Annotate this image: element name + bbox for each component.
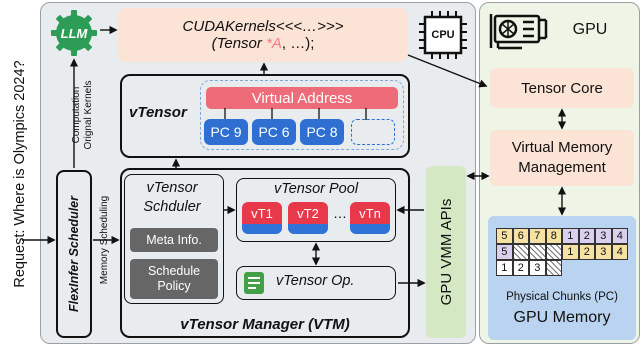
- chunk-cell: 2: [578, 244, 595, 260]
- llm-label: LLM: [60, 25, 88, 41]
- vtensor-chip-base: [288, 224, 328, 234]
- vmm-box: Virtual Memory Management: [490, 130, 634, 186]
- vmm-line2: Management: [518, 159, 606, 176]
- vtensor-chip-label: vTn: [350, 202, 390, 224]
- virtual-address-group: [200, 80, 404, 150]
- cpu-chip-icon: [419, 11, 467, 59]
- chunk-cell: 5: [496, 244, 513, 260]
- chunk-cell-free: [529, 244, 546, 260]
- meta-info-box: Meta Info.: [130, 228, 218, 252]
- kernel-arg-suffix: , …);: [281, 35, 315, 52]
- chunk-cell: 3: [595, 228, 612, 244]
- physical-chunks-label: Physical Chunks (PC): [488, 289, 636, 305]
- tensor-pointer: *A: [266, 35, 282, 52]
- vtensor-title: vTensor: [129, 104, 187, 121]
- gpu-card: [488, 10, 550, 52]
- cuda-kernel-line1: CUDAKernels<<<…>>>: [182, 18, 344, 35]
- tensor-core-box: Tensor Core: [490, 68, 634, 108]
- vtensor-scheduler-box: [124, 174, 224, 304]
- vtensor-op-icon: [243, 271, 265, 295]
- gpu-memory-text: GPU Memory: [513, 309, 611, 326]
- document-list-icon: [244, 272, 264, 294]
- pc-empty-slot: [351, 119, 395, 145]
- schedule-policy-line2: Policy: [157, 279, 191, 293]
- vtm-title: vTensor Manager (VTM): [120, 312, 410, 336]
- vtensor-chip: vT2: [288, 202, 328, 234]
- vtensor-pool-box: [236, 178, 396, 242]
- chunk-cell: 4: [611, 228, 628, 244]
- vtensor-pool-title: vTensor Pool: [236, 180, 396, 198]
- chunk-cell: 1: [562, 244, 579, 260]
- gpu-vmm-apis-box: [426, 166, 466, 338]
- chunk-cell-free: [512, 244, 529, 260]
- physical-chunks-text: Physical Chunks (PC): [506, 291, 618, 303]
- chunk-cell: 1: [562, 228, 579, 244]
- gpu-memory-label: GPU Memory: [488, 306, 636, 330]
- chunk-cell: 3: [595, 244, 612, 260]
- schedule-policy-box: Schedule Policy: [130, 259, 218, 299]
- vtensor-op-text: vTensor Op.: [276, 273, 355, 289]
- cpu-label: CPU: [431, 29, 455, 41]
- vtensor-title-text: vTensor: [129, 104, 187, 121]
- gpu-card-icon: [489, 14, 548, 50]
- chunk-cell-free: [545, 244, 562, 260]
- chunk-cell: 6: [512, 228, 529, 244]
- cuda-kernels-box: CUDAKernels<<<…>>> (Tensor *A, …);: [118, 8, 408, 62]
- vtensor-chip: vTn: [350, 202, 390, 234]
- chunk-cell: 7: [529, 228, 546, 244]
- cpu-chip: CPU: [418, 10, 468, 60]
- vtensor-chip-label: vT1: [242, 202, 282, 224]
- vtensor-pool-title-text: vTensor Pool: [273, 181, 359, 197]
- chunk-cell: 5: [496, 228, 513, 244]
- virtual-address-bar: Virtual Address: [206, 87, 398, 109]
- gpu-title-text: GPU: [572, 21, 608, 38]
- meta-info-text: Meta Info.: [146, 233, 202, 247]
- chunk-cell: 2: [578, 228, 595, 244]
- vtensor-scheduler-title: vTensor Schduler: [124, 176, 220, 220]
- kernel-to-tensor-core-arrow: [407, 54, 488, 88]
- vtensor-pool-row: vT1 vT2 vTn…: [240, 202, 392, 236]
- flexinfer-scheduler-box: [56, 170, 92, 338]
- llm-badge: LLM: [51, 10, 97, 56]
- chunk-cell-free: [545, 260, 562, 276]
- virtual-address-text: Virtual Address: [251, 89, 353, 107]
- pc-chip: PC 8: [300, 119, 344, 145]
- va-pc-links: [224, 108, 367, 120]
- vtm-title-text: vTensor Manager (VTM): [180, 315, 350, 333]
- chunk-cell: 8: [545, 228, 562, 244]
- vtensor-op-label: vTensor Op.: [276, 273, 354, 289]
- chunk-cell: 1: [496, 260, 513, 276]
- tensor-core-text: Tensor Core: [521, 79, 603, 97]
- vmm-line1: Virtual Memory: [511, 139, 613, 156]
- vtensor-scheduler-line1: vTensor: [146, 180, 198, 196]
- llm-gear-icon: [51, 10, 97, 56]
- chunk-cell: 2: [512, 260, 529, 276]
- kernel-arg-prefix: (Tensor: [211, 35, 267, 52]
- vtensor-chip-base: [350, 224, 390, 234]
- vtensor-chip: vT1: [242, 202, 282, 234]
- gpu-title: GPU: [560, 18, 620, 42]
- vtensor-op-box: [236, 266, 396, 300]
- pc-chip: PC 9: [204, 119, 248, 145]
- vtensor-pool-ellipsis: …: [333, 205, 347, 221]
- vtm-panel: [120, 168, 410, 338]
- vtensor-scheduler-line2: Schduler: [143, 199, 201, 215]
- chunk-cell: 3: [529, 260, 546, 276]
- cuda-kernel-line2: (Tensor *A, …);: [212, 35, 315, 52]
- vtensor-chip-base: [242, 224, 282, 234]
- chunk-cell: 4: [611, 244, 628, 260]
- vtensor-chip-label: vT2: [288, 202, 328, 224]
- schedule-policy-line1: Schedule: [147, 264, 201, 278]
- pc-chip: PC 6: [252, 119, 296, 145]
